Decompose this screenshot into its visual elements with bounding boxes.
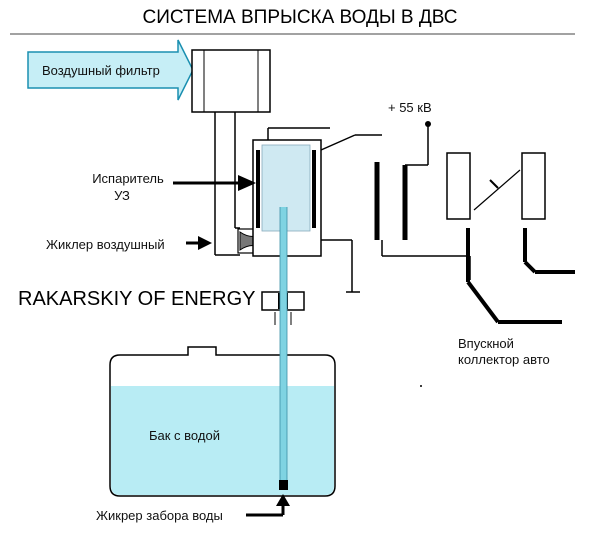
water-jet-label: Жикрер забора воды	[96, 508, 223, 523]
ionizer-electrodes	[374, 121, 471, 280]
brand-label: RAKARSKIY OF ENERGY	[18, 288, 255, 310]
air-jet-pointer-arrow	[186, 236, 212, 250]
voltage-label: + 55 кВ	[388, 100, 432, 115]
water-tube	[279, 207, 288, 490]
air-filter	[191, 49, 271, 113]
evaporator-pointer-arrow	[173, 175, 256, 191]
air-jet-label: Жиклер воздушный	[46, 237, 165, 252]
intake-path	[320, 134, 382, 293]
stray-dot	[420, 385, 422, 387]
diagram-title: СИСТЕМА ВПРЫСКА ВОДЫ В ДВС	[142, 7, 457, 28]
evaporator	[252, 127, 330, 257]
air-duct	[214, 112, 240, 256]
intake-label-line1: Впускной	[458, 336, 514, 351]
water-tank	[109, 346, 336, 497]
air-filter-label: Воздушный фильтр	[42, 63, 160, 78]
intake-label-line2: коллектор авто	[458, 352, 550, 367]
tank-label: Бак с водой	[149, 428, 220, 443]
air-inlet-arrow	[27, 39, 194, 101]
evaporator-label-line2: УЗ	[114, 188, 130, 203]
water-jet-pointer-arrow	[246, 494, 290, 517]
evaporator-label-line1: Испаритель	[92, 171, 164, 186]
intake-collector	[446, 152, 575, 324]
